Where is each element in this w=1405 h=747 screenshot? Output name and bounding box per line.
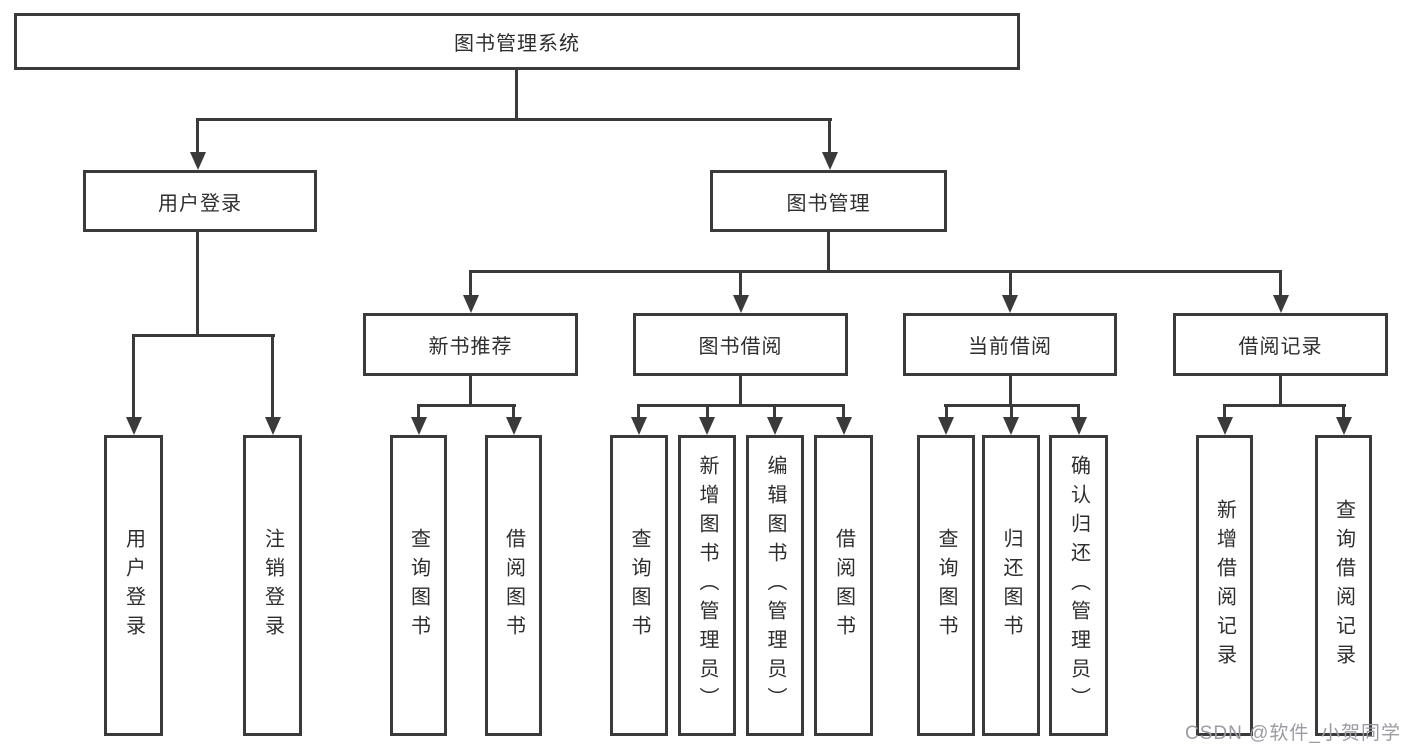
leaf-label: 用户登录 [122, 527, 145, 644]
connector-line [773, 404, 776, 419]
arrowhead-down [1217, 417, 1233, 435]
arrowhead-down [733, 295, 749, 313]
leaf-label: 查询图书 [628, 527, 650, 644]
arrowhead-down [1002, 295, 1018, 313]
leaf-bb-query-books: 查询图书 [610, 435, 668, 736]
arrowhead-down [1273, 295, 1289, 313]
node-label: 新书推荐 [428, 336, 513, 358]
leaf-cb-query-books: 查询图书 [917, 435, 975, 736]
leaf-logout-login: 注销登录 [243, 435, 302, 736]
leaf-bb-borrow-books: 借阅图书 [814, 435, 873, 736]
connector-line [827, 232, 830, 273]
arrowhead-down [631, 417, 647, 435]
node-label: 借阅记录 [1238, 336, 1323, 358]
connector-line [196, 118, 832, 121]
connector-line [1279, 270, 1282, 297]
leaf-label: 借阅图书 [502, 527, 525, 644]
node-library-system: 图书管理系统 [14, 13, 1020, 70]
arrowhead-down [938, 417, 954, 435]
node-label: 当前借阅 [968, 336, 1052, 358]
node-label: 图书管理 [786, 192, 871, 215]
connector-line [417, 404, 516, 407]
connector-line [1010, 404, 1013, 419]
connector-line [637, 404, 845, 407]
arrowhead-down [822, 152, 838, 170]
connector-line [132, 334, 135, 419]
node-current-borrowing: 当前借阅 [903, 313, 1117, 376]
connector-line [1223, 404, 1226, 419]
connector-line [842, 404, 845, 419]
arrowhead-down [1071, 417, 1087, 435]
arrowhead-down [767, 417, 783, 435]
leaf-label: 借阅图书 [832, 527, 855, 644]
node-label: 用户登录 [158, 192, 242, 215]
arrowhead-down [265, 417, 281, 435]
connector-line [196, 232, 199, 337]
connector-line [515, 70, 518, 120]
leaf-label: 注销登录 [261, 527, 284, 644]
connector-line [1009, 270, 1012, 297]
connector-line [469, 270, 472, 297]
leaf-user-login: 用户登录 [104, 435, 163, 736]
arrowhead-down [699, 417, 715, 435]
leaf-label: 新增借阅记录 [1213, 498, 1236, 673]
arrowhead-down [411, 417, 427, 435]
connector-line [739, 270, 742, 297]
connector-line [1223, 404, 1346, 407]
connector-line [132, 334, 275, 337]
connector-line [828, 118, 831, 154]
leaf-bb-edit-books-admin: 编辑图书（管理员） [746, 435, 804, 736]
arrowhead-down [506, 417, 522, 435]
node-label: 图书借阅 [698, 336, 783, 358]
connector-line [196, 118, 199, 154]
arrowhead-down [126, 417, 142, 435]
arrowhead-down [1336, 417, 1352, 435]
connector-line [271, 334, 274, 419]
connector-line [637, 404, 640, 419]
connector-line [1009, 375, 1012, 407]
leaf-br-add-borrow-record: 新增借阅记录 [1196, 435, 1253, 736]
connector-line [512, 404, 515, 419]
connector-line [1077, 404, 1080, 419]
leaf-cb-return-books: 归还图书 [982, 435, 1040, 736]
leaf-nb-query-books: 查询图书 [390, 435, 447, 736]
leaf-label: 编辑图书（管理员） [764, 455, 786, 716]
arrowhead-down [1003, 417, 1019, 435]
connector-line [945, 404, 948, 419]
node-book-management: 图书管理 [710, 170, 947, 232]
leaf-label: 查询图书 [935, 527, 957, 644]
arrowhead-down [190, 152, 206, 170]
leaf-cb-confirm-return-admin: 确认归还（管理员） [1049, 435, 1108, 736]
leaf-label: 新增图书（管理员） [696, 455, 718, 716]
connector-line [469, 270, 1282, 273]
leaf-nb-borrow-books: 借阅图书 [485, 435, 542, 736]
leaf-label: 查询借阅记录 [1332, 498, 1355, 673]
leaf-br-query-borrow-record: 查询借阅记录 [1315, 435, 1372, 736]
connector-line [706, 404, 709, 419]
arrowhead-down [836, 417, 852, 435]
connector-line [1342, 404, 1345, 419]
leaf-label: 确认归还（管理员） [1067, 455, 1090, 716]
node-book-borrowing: 图书借阅 [633, 313, 848, 376]
leaf-label: 查询图书 [407, 527, 430, 644]
connector-line [417, 404, 420, 419]
csdn-watermark: CSDN @软件_小贺同学 [1185, 723, 1401, 744]
node-label: 图书管理系统 [454, 33, 580, 55]
leaf-bb-add-books-admin: 新增图书（管理员） [678, 435, 736, 736]
node-borrowing-records: 借阅记录 [1173, 313, 1388, 376]
node-user-login: 用户登录 [83, 170, 317, 232]
leaf-label: 归还图书 [1000, 527, 1022, 644]
node-new-book-recommend: 新书推荐 [363, 313, 578, 376]
connector-line [739, 375, 742, 407]
connector-line [1279, 375, 1282, 407]
arrowhead-down [463, 295, 479, 313]
connector-line [469, 375, 472, 407]
